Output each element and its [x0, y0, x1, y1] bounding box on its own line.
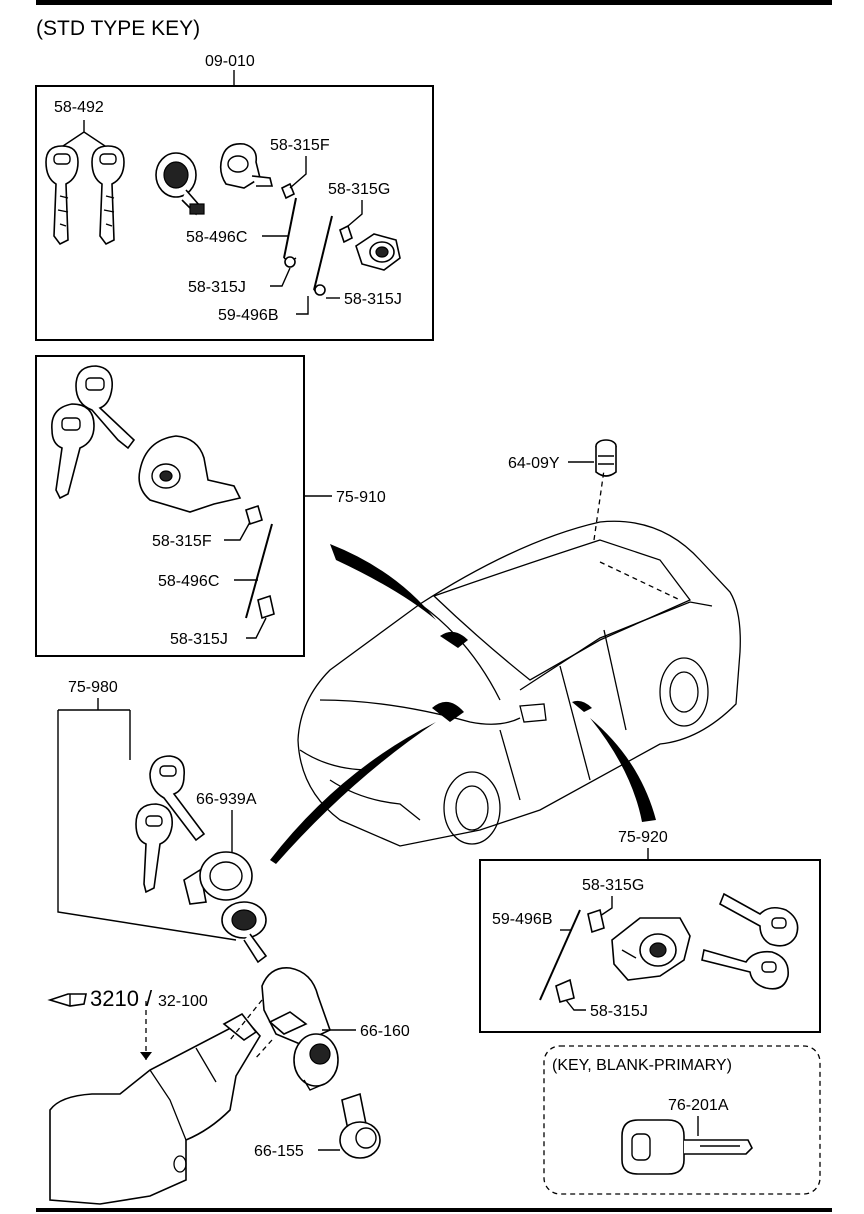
label-58-315J-b: 58-315J	[344, 291, 402, 308]
ref-separator: /	[146, 986, 153, 1011]
ignition-switch-housing-icon	[261, 967, 331, 1045]
label-58-496C: 58-496C	[186, 229, 247, 246]
rod-icon	[313, 215, 333, 291]
key-blank-box	[543, 1045, 821, 1195]
key-icon	[701, 948, 789, 990]
ignition-ring-icon	[183, 851, 253, 905]
label-75-980: 75-980	[68, 679, 118, 696]
key-icon	[135, 803, 173, 894]
group-75-920: 75-920 58-315G 59-496B 58-315J	[479, 829, 821, 1033]
rod-icon	[245, 523, 273, 619]
page-title: (STD TYPE KEY)	[36, 17, 200, 40]
lock-housing-icon	[611, 917, 691, 981]
lock-cylinder-icon	[155, 152, 205, 216]
top-rule	[36, 0, 832, 5]
rod-icon	[539, 909, 581, 1001]
label-59-496B: 59-496B	[492, 911, 553, 928]
ref-subcode: 32-100	[158, 993, 208, 1010]
clip-icon	[555, 978, 575, 1003]
lock-location-icon	[572, 700, 592, 712]
clip-icon	[284, 256, 296, 268]
fuel-lid-cylinder-icon	[595, 439, 617, 477]
label-58-315J-a: 58-315J	[188, 279, 246, 296]
group-75-980: 75-980 66-939A	[57, 679, 268, 964]
ref-number: 3210	[90, 986, 139, 1011]
rod-icon	[283, 197, 297, 259]
lock-location-icon	[440, 631, 468, 648]
label-58-315J: 58-315J	[170, 631, 228, 648]
reference-3210: 3210 / 32-100	[47, 986, 208, 1011]
label-58-492: 58-492	[54, 99, 104, 116]
clip-icon	[245, 504, 263, 526]
lock-location-icon	[432, 701, 464, 722]
clip-icon	[257, 594, 275, 620]
key-blank-icon	[621, 1119, 753, 1175]
label-66-160: 66-160	[360, 1023, 410, 1040]
label-66-939A: 66-939A	[196, 791, 257, 808]
group-09-010: 09-010 58-492	[35, 53, 434, 341]
group-75-910-box	[35, 355, 305, 657]
bottom-rule	[36, 1208, 832, 1212]
lock-cylinder-icon	[355, 233, 401, 271]
key-icon	[149, 755, 206, 842]
label-58-315G: 58-315G	[328, 181, 390, 198]
ignition-cylinder-icon	[221, 901, 268, 964]
key-icon	[718, 892, 799, 947]
pointer-arrow	[270, 722, 436, 864]
key-icon	[45, 145, 79, 246]
label-59-496B: 59-496B	[218, 307, 279, 324]
lock-housing-icon	[138, 435, 242, 513]
group-75-920-box	[479, 859, 821, 1033]
group-75-910: 58-315F 58-496C 58-315J 75-910	[35, 355, 386, 657]
car-illustration	[297, 469, 741, 847]
label-76-201A: 76-201A	[668, 1097, 729, 1114]
label-58-315F: 58-315F	[152, 533, 212, 550]
label-64-09Y: 64-09Y	[508, 455, 560, 472]
label-09-010: 09-010	[205, 53, 255, 70]
group-66-160: 66-160 66-155	[229, 967, 410, 1160]
label-58-315G: 58-315G	[582, 877, 644, 894]
label-58-496C: 58-496C	[158, 573, 219, 590]
label-75-910: 75-910	[336, 489, 386, 506]
pointer-arrow	[330, 544, 436, 620]
label-58-315F: 58-315F	[270, 137, 330, 154]
pointing-hand-icon	[47, 993, 87, 1007]
pointer-arrow	[590, 718, 656, 822]
key-blank-title: (KEY, BLANK-PRIMARY)	[552, 1057, 732, 1074]
label-75-920: 75-920	[618, 829, 668, 846]
label-66-155: 66-155	[254, 1143, 304, 1160]
ignition-sensor-icon	[339, 1092, 381, 1159]
label-58-315J: 58-315J	[590, 1003, 648, 1020]
group-key-blank: (KEY, BLANK-PRIMARY) 76-201A	[543, 1045, 821, 1195]
clip-icon	[339, 224, 353, 244]
group-64-09Y: 64-09Y	[508, 439, 617, 477]
clip-icon	[587, 908, 605, 934]
lock-housing-icon	[219, 142, 274, 189]
clip-icon	[314, 284, 326, 296]
key-icon	[91, 145, 125, 246]
key-icon	[51, 403, 95, 500]
steering-column	[49, 1000, 261, 1205]
